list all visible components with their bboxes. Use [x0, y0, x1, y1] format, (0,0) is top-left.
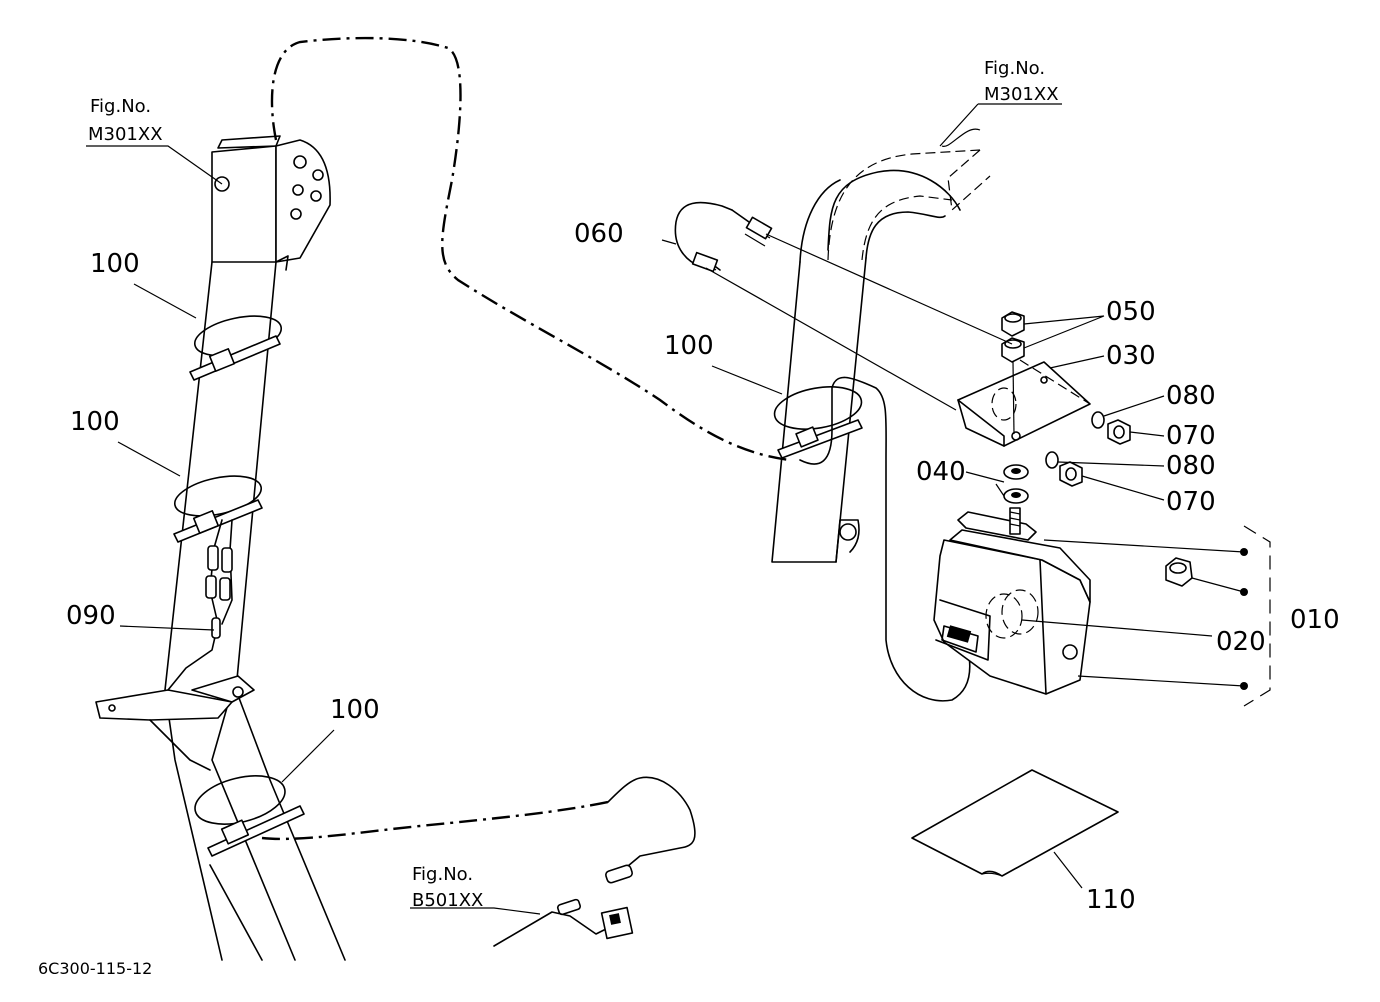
work-lamp: [933, 507, 1091, 695]
fig-ref-number: M301XX: [88, 124, 163, 145]
part-label-080: 080: [1166, 381, 1216, 411]
fig-ref-label: Fig.No.: [412, 864, 473, 885]
part-label-050: 050: [1106, 297, 1156, 327]
rear-harness: [493, 776, 696, 947]
drawing-code: 6C300-115-12: [38, 959, 152, 978]
spring-washer-080: [1045, 411, 1105, 469]
part-label-020: 020: [1216, 627, 1266, 657]
part-label-080: 080: [1166, 451, 1216, 481]
cable-tie-lower: [194, 775, 305, 857]
fig-ref-number: B501XX: [412, 890, 483, 911]
caution-decal: [911, 769, 1119, 877]
leader-lines: [86, 103, 1271, 915]
fig-ref-number: M301XX: [984, 84, 1059, 105]
mounting-bracket: [957, 359, 1091, 447]
part-label-070: 070: [1166, 421, 1216, 451]
right-rops-post: [771, 128, 991, 563]
cable-tie-upper: [189, 315, 283, 381]
part-label-100: 100: [664, 331, 714, 361]
lamp-nut: [1165, 557, 1193, 587]
part-label-100: 100: [330, 695, 380, 725]
lower-wire-harness: [261, 800, 609, 841]
cable-tie-middle: [173, 475, 263, 543]
u-bolt: [674, 201, 773, 273]
nut-050: [1001, 311, 1025, 435]
part-label-070: 070: [1166, 487, 1216, 517]
fig-ref-label: Fig.No.: [90, 96, 151, 117]
part-label-100: 100: [90, 249, 140, 279]
connector-harness: [167, 519, 233, 691]
fig-ref-label: Fig.No.: [984, 58, 1045, 79]
part-label-090: 090: [66, 601, 116, 631]
washer-040: [1003, 464, 1029, 504]
part-label-040: 040: [916, 457, 966, 487]
part-label-060: 060: [574, 219, 624, 249]
main-wire-harness: [270, 36, 791, 462]
lamp-wire: [799, 376, 971, 702]
part-label-010: 010: [1290, 605, 1340, 635]
nut-070: [1059, 419, 1131, 487]
part-label-110: 110: [1086, 885, 1136, 915]
left-rops-post: [95, 135, 346, 961]
part-label-100: 100: [70, 407, 120, 437]
part-label-030: 030: [1106, 341, 1156, 371]
